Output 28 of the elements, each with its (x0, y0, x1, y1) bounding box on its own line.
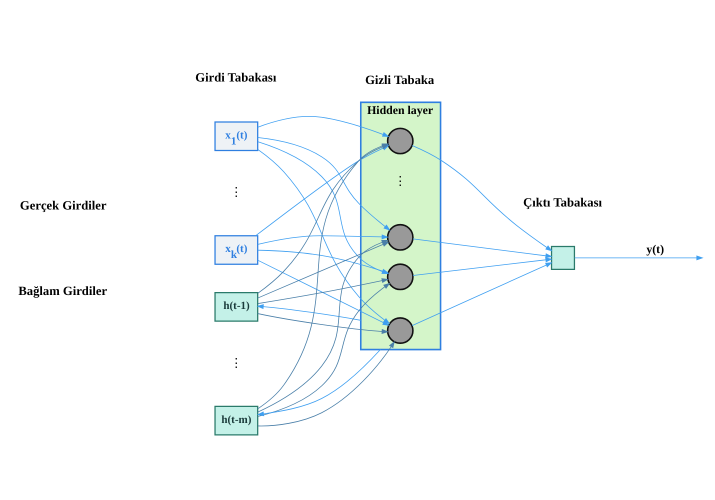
arrow (412, 257, 553, 276)
edge-label: y(t) (646, 242, 664, 256)
arrow (412, 262, 553, 326)
node-box: h(t-1) (214, 292, 258, 322)
label: Girdi Tabakası (195, 70, 276, 85)
node-box: h(t-m) (214, 406, 258, 436)
label: ⋮ (394, 174, 407, 188)
label: ⋮ (230, 356, 244, 370)
arrow (256, 304, 362, 321)
arrow (258, 340, 395, 426)
label: Çıktı Tabakası (523, 195, 602, 210)
node-circle (386, 224, 414, 251)
label: Bağlam Girdiler (18, 284, 108, 298)
node-box (550, 246, 576, 270)
arrow (258, 278, 389, 304)
label: Gerçek Girdiler (20, 198, 107, 213)
node-circle (386, 263, 414, 290)
arrow (257, 313, 389, 334)
arrow (412, 145, 553, 252)
arrow (574, 255, 704, 260)
label: ⋮ (230, 185, 244, 200)
label: Gizli Tabaka (365, 72, 434, 87)
arrow (257, 116, 390, 137)
arrow (257, 234, 389, 245)
node-circle (386, 317, 414, 344)
arrow (412, 238, 553, 258)
node-circle (386, 128, 414, 154)
arrow (256, 349, 381, 416)
